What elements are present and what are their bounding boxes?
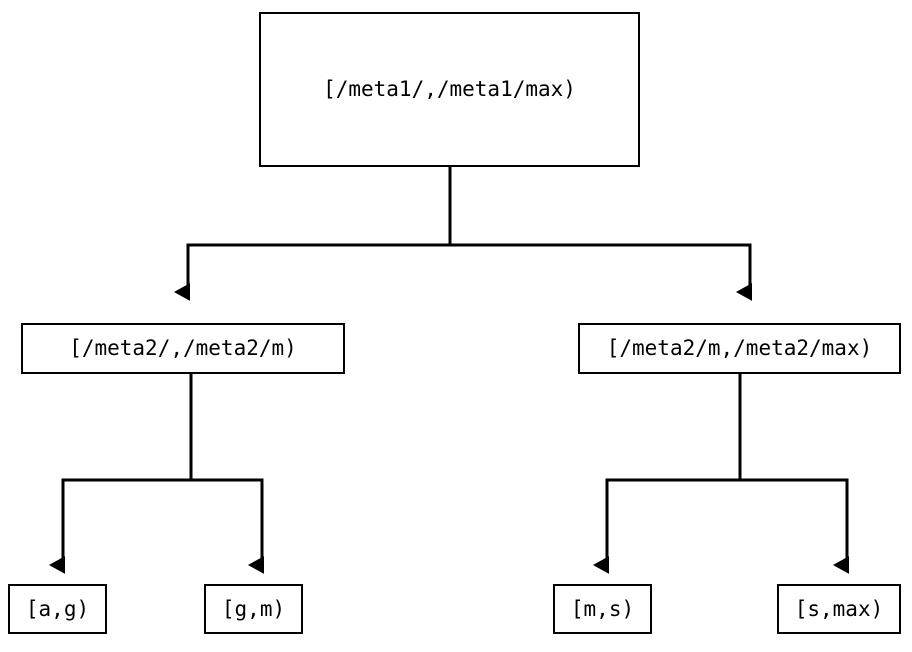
edge-root-to-internal-right [450, 243, 753, 301]
node-leaf-1[interactable]: [a,g) [8, 584, 107, 634]
node-leaf-4[interactable]: [s,max) [777, 584, 901, 634]
node-leaf-1-label: [a,g) [25, 596, 90, 621]
node-leaf-3[interactable]: [m,s) [553, 584, 652, 634]
node-leaf-3-label: [m,s) [570, 596, 635, 621]
node-root[interactable]: [/meta1/,/meta1/max) [259, 12, 640, 167]
edge-internal-left-to-leaf-1 [48, 374, 193, 574]
edge-internal-right-to-leaf-3 [592, 374, 742, 574]
node-internal-left-label: [/meta2/,/meta2/m) [69, 336, 297, 360]
edge-internal-right-to-leaf-4 [740, 478, 850, 574]
node-root-label: [/meta1/,/meta1/max) [323, 77, 576, 101]
node-leaf-2[interactable]: [g,m) [204, 584, 303, 634]
node-internal-right[interactable]: [/meta2/m,/meta2/max) [578, 323, 901, 374]
edge-root-to-internal-left [173, 167, 452, 301]
edge-internal-left-to-leaf-2 [191, 478, 265, 574]
node-internal-left[interactable]: [/meta2/,/meta2/m) [21, 323, 345, 374]
node-leaf-2-label: [g,m) [221, 596, 286, 621]
node-leaf-4-label: [s,max) [794, 596, 884, 621]
node-internal-right-label: [/meta2/m,/meta2/max) [606, 336, 873, 360]
